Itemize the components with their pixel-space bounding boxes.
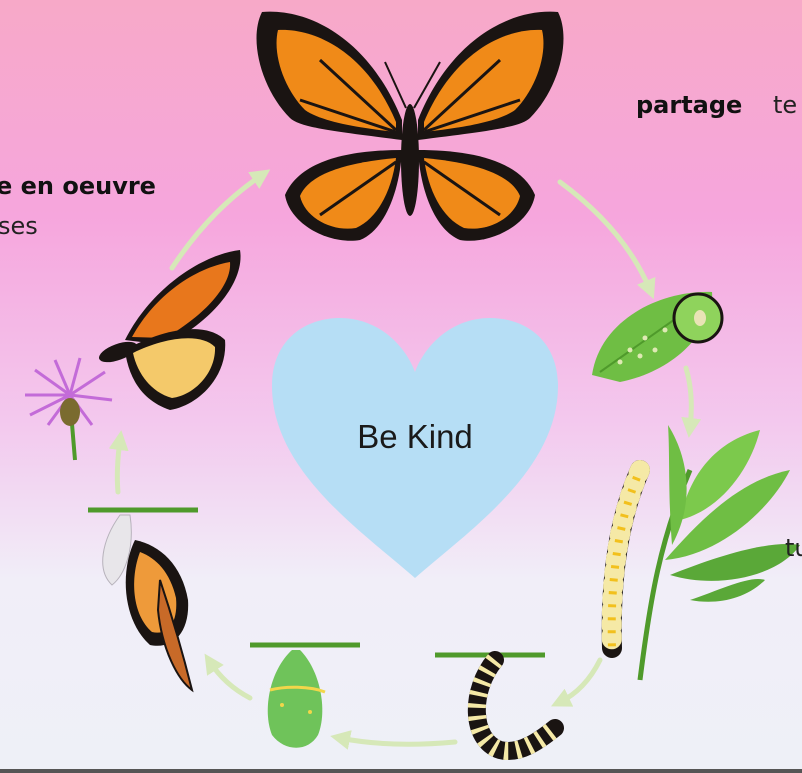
arrow-butterfly-to-egg: [560, 182, 650, 290]
bottom-border: [0, 769, 802, 773]
arrow-caterpillar-to-j: [560, 660, 600, 702]
arrow-j-to-chrysalis: [340, 738, 455, 744]
caterpillar-on-milkweed-icon: [612, 425, 800, 680]
arrow-egg-to-caterpillar: [686, 368, 691, 428]
label-partage: partage: [636, 91, 742, 119]
egg-on-leaf-icon: [592, 292, 722, 382]
heart-text: Be Kind: [357, 418, 473, 455]
label-partage-tail: te: [773, 91, 797, 119]
label-ses: ses: [0, 212, 38, 240]
arrow-flower-to-butterfly: [172, 175, 262, 268]
emerging-butterfly-icon: [88, 510, 198, 690]
label-en-oeuvre: e en oeuvre: [0, 172, 156, 200]
j-caterpillar-icon: [435, 655, 555, 751]
monarch-butterfly-icon: [257, 12, 564, 241]
arrow-chrysalis-to-emerging: [210, 662, 250, 698]
label-tu: tu: [785, 534, 802, 562]
butterfly-on-flower-icon: [25, 250, 241, 460]
arrow-emerging-to-flower: [117, 440, 120, 492]
chrysalis-icon: [250, 645, 360, 748]
